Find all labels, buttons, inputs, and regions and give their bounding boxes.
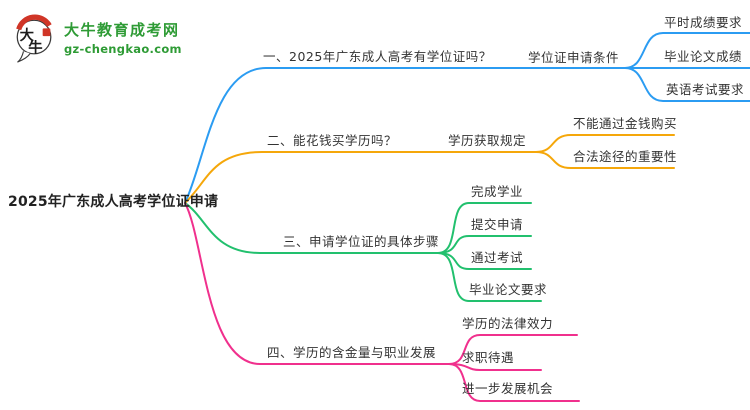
branch-4-lines: [184, 202, 580, 402]
brand-domain: gz-chengkao.com: [64, 42, 182, 56]
red-seal: [42, 28, 51, 37]
branch-1-leaf-2: 毕业论文成绩: [664, 49, 743, 64]
brand-logo: 大 牛 大牛教育成考网 gz-chengkao.com: [12, 13, 182, 63]
badge-char-bottom: 牛: [28, 38, 42, 56]
branch-3-leaf-3: 通过考试: [471, 250, 524, 265]
red-cap-arc: [16, 14, 52, 31]
branch-4-leaf-2: 求职待遇: [462, 350, 515, 365]
branch-4-leaf-1: 学历的法律效力: [462, 316, 554, 331]
branch-2-leaf-2: 合法途径的重要性: [573, 149, 678, 164]
branch-4-leaf-3: 进一步发展机会: [462, 381, 554, 396]
branch-1-leaf-3: 英语考试要求: [666, 82, 745, 97]
branch-2-lines: [184, 134, 675, 204]
branch-1-subnode: 学位证申请条件: [528, 50, 620, 65]
branch-3-leaf-2: 提交申请: [471, 217, 524, 232]
branch-3-label: 三、申请学位证的具体步骤: [283, 234, 440, 249]
branch-3-leaf-1: 完成学业: [471, 184, 524, 199]
bull-badge-icon: 大 牛: [16, 14, 52, 63]
branch-2-subnode: 学历获取规定: [448, 133, 527, 148]
brand-text: 大牛教育成考网 gz-chengkao.com: [64, 13, 182, 56]
branch-4-label: 四、学历的含金量与职业发展: [267, 345, 437, 360]
brand-name: 大牛教育成考网: [64, 21, 180, 39]
branch-2-leaf-1: 不能通过金钱购买: [573, 116, 678, 131]
badge-char-top: 大: [20, 26, 35, 44]
branch-1-label: 一、2025年广东成人高考有学位证吗？: [263, 49, 492, 64]
branch-2-label: 二、能花钱买学历吗？: [267, 133, 398, 148]
root-node: 2025年广东成人高考学位证申请: [8, 194, 219, 210]
speech-tail: [17, 51, 31, 63]
branch-1-leaf-1: 平时成绩要求: [664, 15, 743, 30]
branch-3-leaf-4: 毕业论文要求: [469, 282, 548, 297]
